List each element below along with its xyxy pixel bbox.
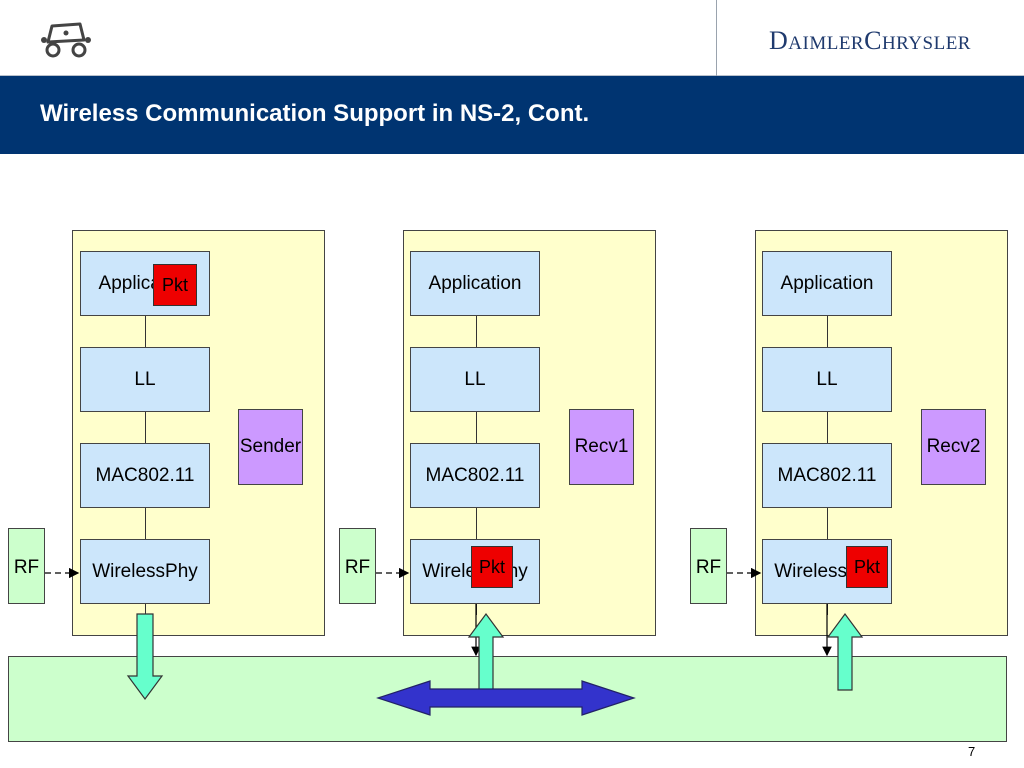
recv1-application-layer: Application [410, 251, 540, 316]
header-divider [716, 0, 717, 76]
sender-role-label: Sender [238, 409, 303, 485]
page-number: 7 [968, 744, 976, 759]
sender-ll-layer: LL [80, 347, 210, 412]
recv2-role-label: Recv2 [921, 409, 986, 485]
recv2-ll-layer: LL [762, 347, 892, 412]
recv1-up-arrow [467, 612, 505, 691]
recv2-rf-box: RF [690, 528, 727, 604]
sender-down-arrow [126, 613, 164, 701]
title-bar [0, 76, 1024, 154]
broadcast-arrow [376, 680, 636, 716]
sender-rf-box: RF [8, 528, 45, 604]
header-bar [0, 0, 1024, 76]
slide-title: Wireless Communication Support in NS-2, … [40, 100, 590, 127]
recv2-up-arrow [826, 612, 864, 691]
smart-car-logo-icon [41, 22, 91, 58]
recv2-packet: Pkt [846, 546, 888, 588]
recv1-rf-box: RF [339, 528, 376, 604]
recv1-role-label: Recv1 [569, 409, 634, 485]
brand-logo: DAIMLERCHRYSLER [769, 26, 971, 55]
sender-packet: Pkt [153, 264, 197, 306]
recv1-ll-layer: LL [410, 347, 540, 412]
recv1-packet: Pkt [471, 546, 513, 588]
sender-mac-layer: MAC802.11 [80, 443, 210, 508]
recv2-mac-layer: MAC802.11 [762, 443, 892, 508]
recv2-application-layer: Application [762, 251, 892, 316]
recv1-mac-layer: MAC802.11 [410, 443, 540, 508]
sender-phy-layer: WirelessPhy [80, 539, 210, 604]
